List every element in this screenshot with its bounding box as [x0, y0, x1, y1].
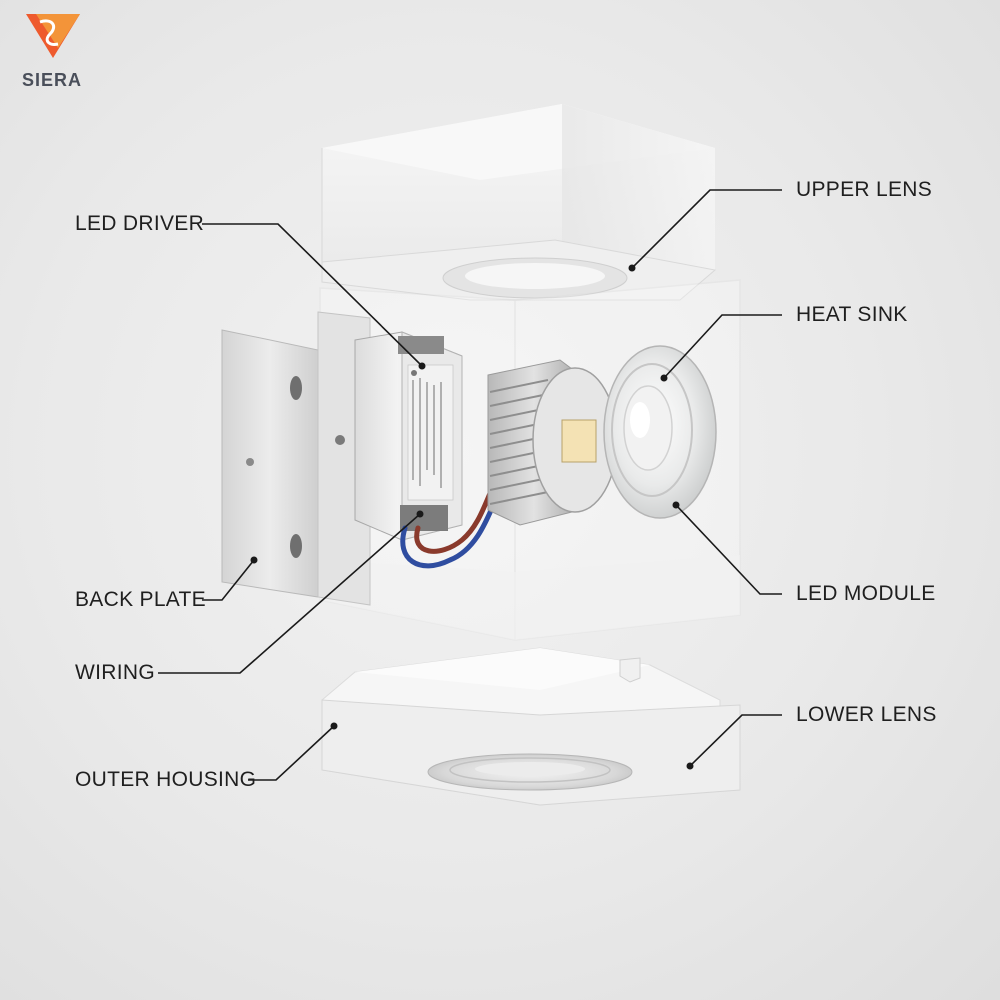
leader-outer-housing — [248, 726, 334, 780]
siera-logo-icon — [18, 8, 88, 68]
back-plate — [222, 312, 370, 605]
label-upper-lens: UPPER LENS — [796, 178, 932, 202]
lower-lens — [428, 754, 632, 790]
leader-dot-outer-housing — [331, 723, 338, 730]
leader-dot-wiring — [417, 511, 424, 518]
leader-dot-heat-sink — [661, 375, 668, 382]
leader-dot-upper-lens — [629, 265, 636, 272]
leader-dot-led-module — [673, 502, 680, 509]
label-lower-lens: LOWER LENS — [796, 703, 937, 727]
label-led-driver: LED DRIVER — [75, 212, 204, 236]
label-wiring: WIRING — [75, 661, 155, 685]
brand-logo: SIERA — [10, 8, 90, 88]
led-module — [604, 346, 716, 518]
label-outer-housing: OUTER HOUSING — [75, 768, 256, 792]
label-led-module: LED MODULE — [796, 582, 936, 606]
label-heat-sink: HEAT SINK — [796, 303, 908, 327]
led-driver — [355, 332, 462, 540]
leader-dot-back-plate — [251, 557, 258, 564]
leader-dot-led-driver — [419, 363, 426, 370]
brand-wordmark: SIERA — [22, 70, 82, 91]
leader-dot-lower-lens — [687, 763, 694, 770]
label-back-plate: BACK PLATE — [75, 588, 206, 612]
heat-sink — [488, 360, 617, 525]
